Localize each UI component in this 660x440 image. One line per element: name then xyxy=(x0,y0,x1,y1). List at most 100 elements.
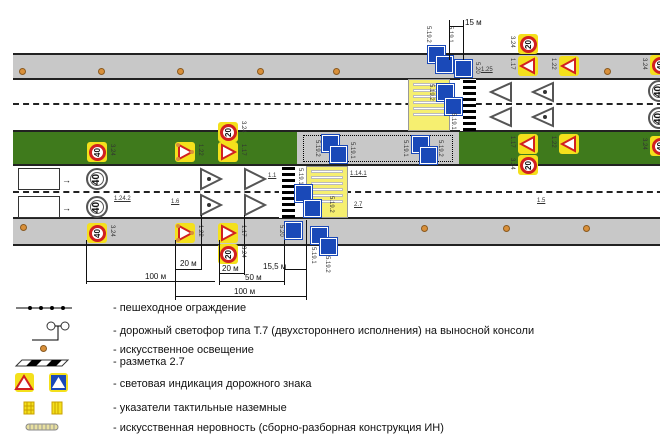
dimension-line xyxy=(86,281,215,282)
legend-text: - пешеходное ограждение xyxy=(113,302,247,314)
lamp-icon xyxy=(20,224,27,231)
lamp-icon xyxy=(421,225,428,232)
marking-icon xyxy=(14,359,70,367)
direction-arrow-icon: → xyxy=(62,203,71,213)
sign-code: 5.19.2 xyxy=(428,84,434,101)
legend-text: - дорожный светофор типа Т.7 (двухсторон… xyxy=(113,325,535,337)
sign-code: 5.19.1 xyxy=(447,26,453,43)
sign-code: 3.24 xyxy=(641,138,647,150)
legend-text: - световая индикация дорожного знака xyxy=(113,378,312,390)
road-marking-triangles-icon xyxy=(244,167,268,217)
traffic-light-icon xyxy=(32,321,70,341)
dimension-line xyxy=(306,220,307,300)
lamp-icon xyxy=(333,68,340,75)
uneven-road-sign-icon xyxy=(518,56,538,76)
blue-sign-5-20 xyxy=(284,221,303,240)
speed-value: 40 xyxy=(88,143,106,161)
blue-sign-5-20 xyxy=(454,59,473,78)
dimension-label: 15 м xyxy=(465,18,482,27)
sign-code: 1.22 xyxy=(197,225,203,237)
road-marking-speed-40: 40 xyxy=(86,168,108,190)
tactile-icon xyxy=(23,401,63,415)
sign-lighting-icon xyxy=(14,373,68,392)
road-marking-speed-40: 40 xyxy=(648,80,660,102)
road-marking-pedestrian-triangles-icon xyxy=(530,81,554,128)
sign-code: 5.19.2 xyxy=(425,26,431,43)
sign-code: 5.19.1 xyxy=(402,140,408,157)
pedestrian-fence-icon xyxy=(16,306,72,310)
sign-code: 5.19.2 xyxy=(314,140,320,157)
marking-label: 1.1 xyxy=(268,173,277,179)
vehicle xyxy=(18,196,60,218)
uneven-road-sign-icon xyxy=(218,142,238,162)
dimension-line xyxy=(284,240,285,285)
speed-value: 20 xyxy=(219,123,237,141)
uneven-road-sign-icon xyxy=(218,223,238,243)
dimension-line xyxy=(284,269,306,270)
dimension-label: 50 м xyxy=(245,273,262,282)
sign-code: 5.19.2 xyxy=(324,256,330,273)
road-marking-speed-40: 40 xyxy=(648,107,660,129)
speed-value: 20 xyxy=(519,35,537,53)
lamp-icon xyxy=(503,225,510,232)
vehicle xyxy=(18,168,60,190)
pedestrian-warning-sign-icon xyxy=(559,134,579,154)
sign-code: 1.17 xyxy=(240,144,246,156)
legend-text: - указатели тактильные наземные xyxy=(113,402,287,414)
dimension-line xyxy=(175,240,176,300)
dimension-label: 15,5 м xyxy=(263,262,287,271)
lane-divider-top xyxy=(13,103,660,105)
speed-value: 40 xyxy=(91,201,103,213)
dimension-label: 100 м xyxy=(234,287,256,296)
marking-label: 1.14.1 xyxy=(350,171,367,177)
sign-code: 5.19.1 xyxy=(349,142,355,159)
speed-limit-sign-20: 20 xyxy=(218,122,238,142)
dimension-line xyxy=(175,296,306,297)
sign-code: 1.22 xyxy=(550,58,556,70)
road-marking-triangles-icon xyxy=(488,81,512,128)
sign-code: 1.22 xyxy=(197,144,203,156)
crosswalk-sign-5-19-2 xyxy=(319,237,338,256)
top-sidewalk xyxy=(13,53,660,80)
speed-value: 40 xyxy=(653,85,660,97)
lamp-icon xyxy=(40,345,47,352)
tactile-crosswalk-bottom xyxy=(306,166,348,218)
crosswalk-sign-5-19-1 xyxy=(435,55,454,74)
marking-label: 1.25 xyxy=(481,67,493,73)
sign-code: 3.24 xyxy=(109,144,115,156)
sign-code: 1.17 xyxy=(509,136,515,148)
speed-value: 40 xyxy=(91,173,103,185)
sign-code: 1.17 xyxy=(240,225,246,237)
speed-value: 40 xyxy=(651,137,660,155)
dimension-line xyxy=(219,240,220,285)
dimension-line xyxy=(219,281,284,282)
pedestrian-fence xyxy=(303,135,453,162)
pedestrian-warning-sign-icon xyxy=(175,223,195,243)
dimension-line xyxy=(463,20,464,60)
crosswalk-sign-5-19-1 xyxy=(444,97,463,116)
legend-text: - разметка 2.7 xyxy=(113,356,185,368)
dimension-line xyxy=(449,20,450,60)
dimension-label: 100 м xyxy=(145,272,167,281)
dimension-line xyxy=(176,269,201,270)
lamp-icon xyxy=(19,68,26,75)
speed-value: 40 xyxy=(651,56,660,74)
marking-label: 1.6 xyxy=(171,199,180,205)
speed-limit-sign-20: 20 xyxy=(218,244,238,264)
marking-label: 1.24.2 xyxy=(114,196,131,202)
speed-limit-sign-40: 40 xyxy=(87,142,107,162)
sign-code: 5.20 xyxy=(278,225,284,237)
marking-label: 1.5 xyxy=(537,198,546,204)
speed-bump-icon xyxy=(25,423,59,431)
dimension-line xyxy=(86,240,87,284)
dimension-line xyxy=(449,26,463,27)
speed-limit-sign-20: 20 xyxy=(518,155,538,175)
sign-code: 5.20 xyxy=(474,62,480,74)
speed-value: 20 xyxy=(519,156,537,174)
speed-limit-sign-40: 40 xyxy=(650,55,660,75)
dimension-line xyxy=(244,215,245,275)
dimension-label: 20 м xyxy=(222,264,239,273)
crosswalk-sign-5-19-1 xyxy=(294,184,313,203)
lamp-icon xyxy=(257,68,264,75)
legend-text: - искусственное освещение xyxy=(113,344,254,356)
